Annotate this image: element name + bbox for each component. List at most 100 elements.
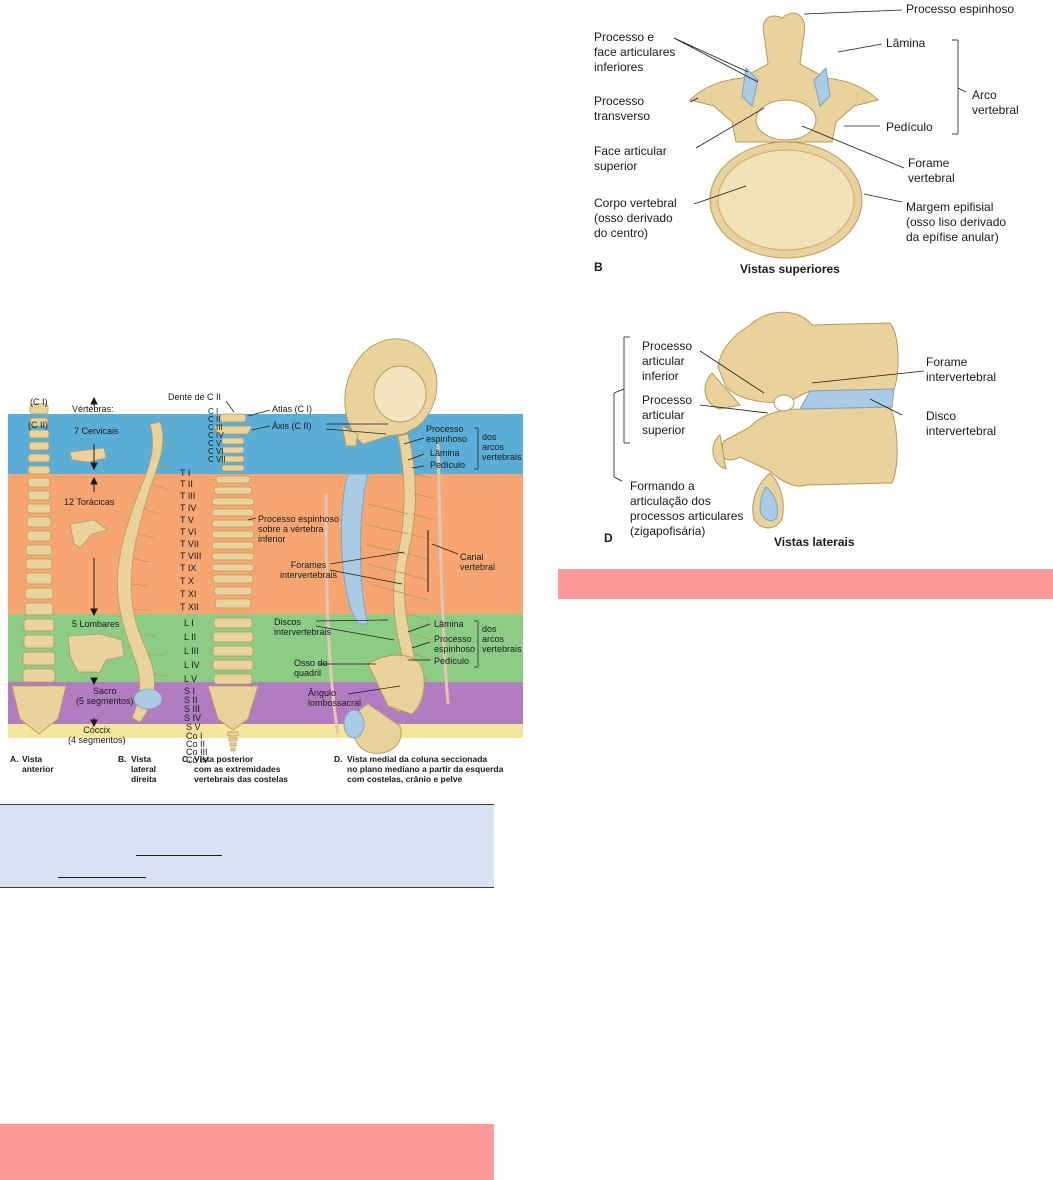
region-arrows	[90, 396, 98, 728]
figure-d-leaders	[613, 336, 925, 482]
level-tii: T II	[180, 479, 193, 489]
fd-processo-articular-superior: Processo articular superior	[642, 393, 693, 437]
lateral-spine	[116, 421, 179, 723]
level-ci: C I	[208, 407, 219, 416]
vertebra-lateral-illustration	[613, 311, 925, 529]
caption-d-letter: D.	[334, 754, 343, 764]
level-sii: S II	[184, 695, 198, 705]
posterior-spine	[207, 413, 259, 752]
lower-pediculo: Pedículo	[434, 656, 470, 666]
level-siii: S III	[184, 704, 201, 714]
medial-view	[324, 338, 450, 754]
fb-lamina: Lâmina	[886, 36, 926, 50]
level-liii: L III	[184, 646, 199, 656]
label-sacro: Sacro (5 segmentos)	[76, 686, 134, 706]
level-tv: T V	[180, 515, 194, 525]
fb-title: Vistas superiores	[740, 262, 840, 276]
level-siv: S IV	[184, 713, 202, 723]
level-coiii: Co III	[186, 747, 208, 757]
level-coii: Co II	[186, 739, 206, 749]
fb-pediculo: Pedículo	[886, 120, 933, 134]
level-tvii: T VII	[180, 539, 199, 549]
label-toracicas: 12 Torácicas	[64, 497, 115, 507]
fb-margem-epifisial: Margem epifisial (osso liso derivado da …	[906, 200, 1007, 244]
fb-processo-transverso: Processo transverso	[594, 94, 651, 123]
fb-forame-vertebral: Forame vertebral	[908, 156, 955, 185]
lower-dos-arcos: dos arcos vertebrais	[482, 624, 522, 654]
fd-forame-intervertebral: Forame intervertebral	[926, 355, 997, 384]
caption-a: Vista anterior	[22, 754, 54, 774]
figure-b-superior-view: Processo espinhoso Lâmina Arco vertebral…	[586, 0, 1034, 282]
level-tviii: T VIII	[180, 551, 202, 561]
underline-2	[58, 877, 146, 878]
label-ci-top: (C I)	[30, 397, 48, 407]
level-coi: Co I	[186, 731, 203, 741]
level-lii: L II	[184, 632, 197, 642]
level-txii: T XII	[180, 602, 199, 612]
level-txi: T XI	[180, 589, 197, 599]
level-lv: L V	[184, 674, 198, 684]
level-coiv: Co IV	[186, 755, 209, 765]
fb-face-articular-superior: Face articular superior	[594, 144, 667, 173]
label-atlas: Atlas (C I)	[272, 404, 313, 414]
level-cv: C V	[208, 439, 222, 448]
level-tiv: T IV	[180, 503, 197, 513]
label-canal-vertebral: Canal vertebral	[460, 552, 496, 572]
level-si: S I	[184, 686, 196, 696]
label-discos-inter: Discos intervertebrais	[274, 617, 332, 637]
level-tx: T X	[180, 576, 194, 586]
underline-1	[136, 855, 222, 856]
label-cervicais: 7 Cervicais	[74, 426, 119, 436]
caption-c: Vista posterior com as extremidades vert…	[194, 754, 289, 784]
level-tvi: T VI	[180, 527, 197, 537]
level-cvii: C VII	[208, 455, 226, 464]
level-li: L I	[184, 618, 194, 628]
caption-b-letter: B.	[118, 754, 127, 764]
anterior-spine	[11, 403, 67, 735]
caption-d: Vista medial da coluna seccionada no pla…	[347, 754, 504, 784]
figure-d-lateral-view: Processo articular inferior Processo art…	[600, 305, 1030, 550]
fd-disco-intervertebral: Disco intervertebral	[926, 409, 997, 438]
vertebra-superior-illustration	[673, 9, 967, 259]
caption-a-letter: A.	[10, 754, 19, 764]
label-forames-inter: Forames intervertebrais	[280, 560, 338, 580]
level-tix: T IX	[180, 563, 197, 573]
fd-letter: D	[604, 531, 613, 545]
region-vertebra-icons	[67, 447, 125, 673]
label-processo-esp-sobre: Processo espinhoso sobre a vértebra infe…	[258, 514, 340, 544]
sacral-band	[8, 682, 523, 724]
level-tiii: T III	[180, 491, 196, 501]
fb-processo-face: Processo e face articulares inferiores	[594, 30, 676, 74]
level-sv: S V	[186, 722, 201, 732]
caption-b: Vista lateral direita	[131, 754, 157, 784]
fd-formando: Formando a articulação dos processos art…	[630, 479, 744, 538]
spine-overview-figure: (C I) (C II) Vértebras: 7 Cervicais 12 T…	[8, 334, 523, 788]
label-osso-quadril: Osso do quadril	[294, 658, 328, 678]
upper-pediculo: Pedículo	[430, 460, 466, 470]
fb-corpo-vertebral: Corpo vertebral (osso derivado do centro…	[594, 196, 677, 240]
label-vertebras: Vértebras:	[72, 404, 114, 414]
label-dente: Dente de C II	[168, 392, 222, 402]
fd-title: Vistas laterais	[774, 535, 855, 549]
fb-arco-vertebral: Arco vertebral	[972, 88, 1019, 117]
figure-b-leaders	[673, 9, 967, 205]
fb-processo-espinhoso: Processo espinhoso	[906, 2, 1015, 16]
pink-bar-right	[558, 569, 1053, 599]
label-lombares: 5 Lombares	[72, 619, 120, 629]
level-ciii: C III	[208, 423, 223, 432]
leader-lines	[225, 400, 479, 695]
upper-dos-arcos: dos arcos vertebrais	[482, 432, 522, 462]
lower-lamina: Lâmina	[434, 619, 464, 629]
upper-lamina: Lâmina	[430, 448, 460, 458]
level-cvi: C VI	[208, 447, 224, 456]
level-ti: T I	[180, 468, 191, 478]
fd-processo-articular-inferior: Processo articular inferior	[642, 339, 693, 383]
caption-c-letter: C.	[182, 754, 191, 764]
note-box	[0, 804, 494, 888]
label-coccix: Cóccix (4 segmentos)	[68, 725, 126, 745]
label-angulo: Ângulo lombossacral	[308, 688, 362, 708]
lower-processo-espinhoso: Processo espinhoso	[434, 634, 476, 654]
level-liv: L IV	[184, 660, 200, 670]
fb-letter: B	[594, 260, 603, 274]
upper-processo-espinhoso: Processo espinhoso	[426, 424, 468, 444]
